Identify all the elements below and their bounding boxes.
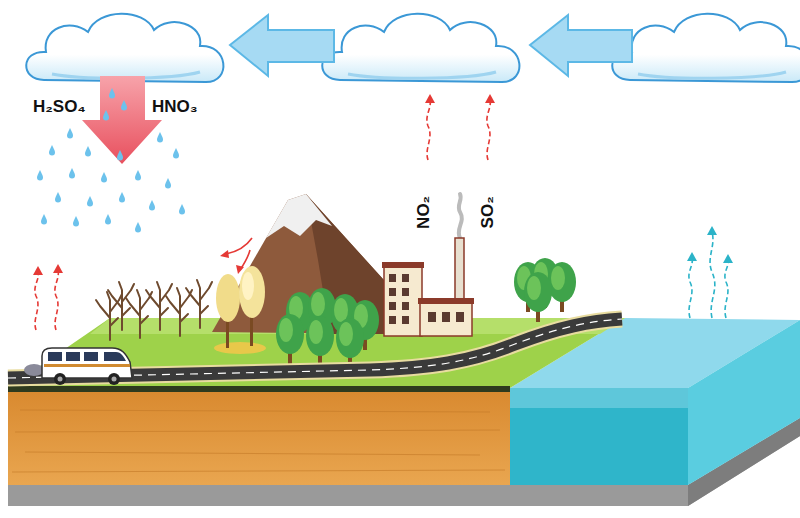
evaporation-arrows xyxy=(689,232,728,318)
mountain-snow xyxy=(266,194,332,238)
trees-right xyxy=(514,258,576,322)
wind-arrow xyxy=(230,15,334,76)
chemical-formula: HNO₃ xyxy=(152,98,198,117)
van xyxy=(24,348,132,385)
healthy-trees xyxy=(276,288,379,368)
arrowhead xyxy=(220,250,229,258)
chemical-formula: NO₂ xyxy=(416,195,435,228)
dead-trees xyxy=(96,280,212,340)
chemical-formula: H₂SO₄ xyxy=(33,98,86,117)
soil-texture xyxy=(12,410,505,472)
sick-trees xyxy=(214,266,266,354)
water-side xyxy=(688,320,800,485)
arrowhead xyxy=(236,265,244,274)
water-front xyxy=(510,388,688,485)
wind-arrow xyxy=(530,15,632,76)
acid-on-mountain-arrows xyxy=(226,238,252,270)
road xyxy=(8,319,622,378)
cloud-left xyxy=(26,14,223,82)
cloud-middle xyxy=(322,14,519,82)
water-surface-band xyxy=(510,388,688,408)
cloud-right xyxy=(612,14,800,82)
evaporation-arrowheads xyxy=(687,226,733,263)
land-edge xyxy=(8,386,510,392)
factory xyxy=(382,194,474,336)
chemical-formula: SO₂ xyxy=(479,196,498,228)
soil xyxy=(8,392,510,485)
acid-rain-arrow xyxy=(82,76,162,164)
